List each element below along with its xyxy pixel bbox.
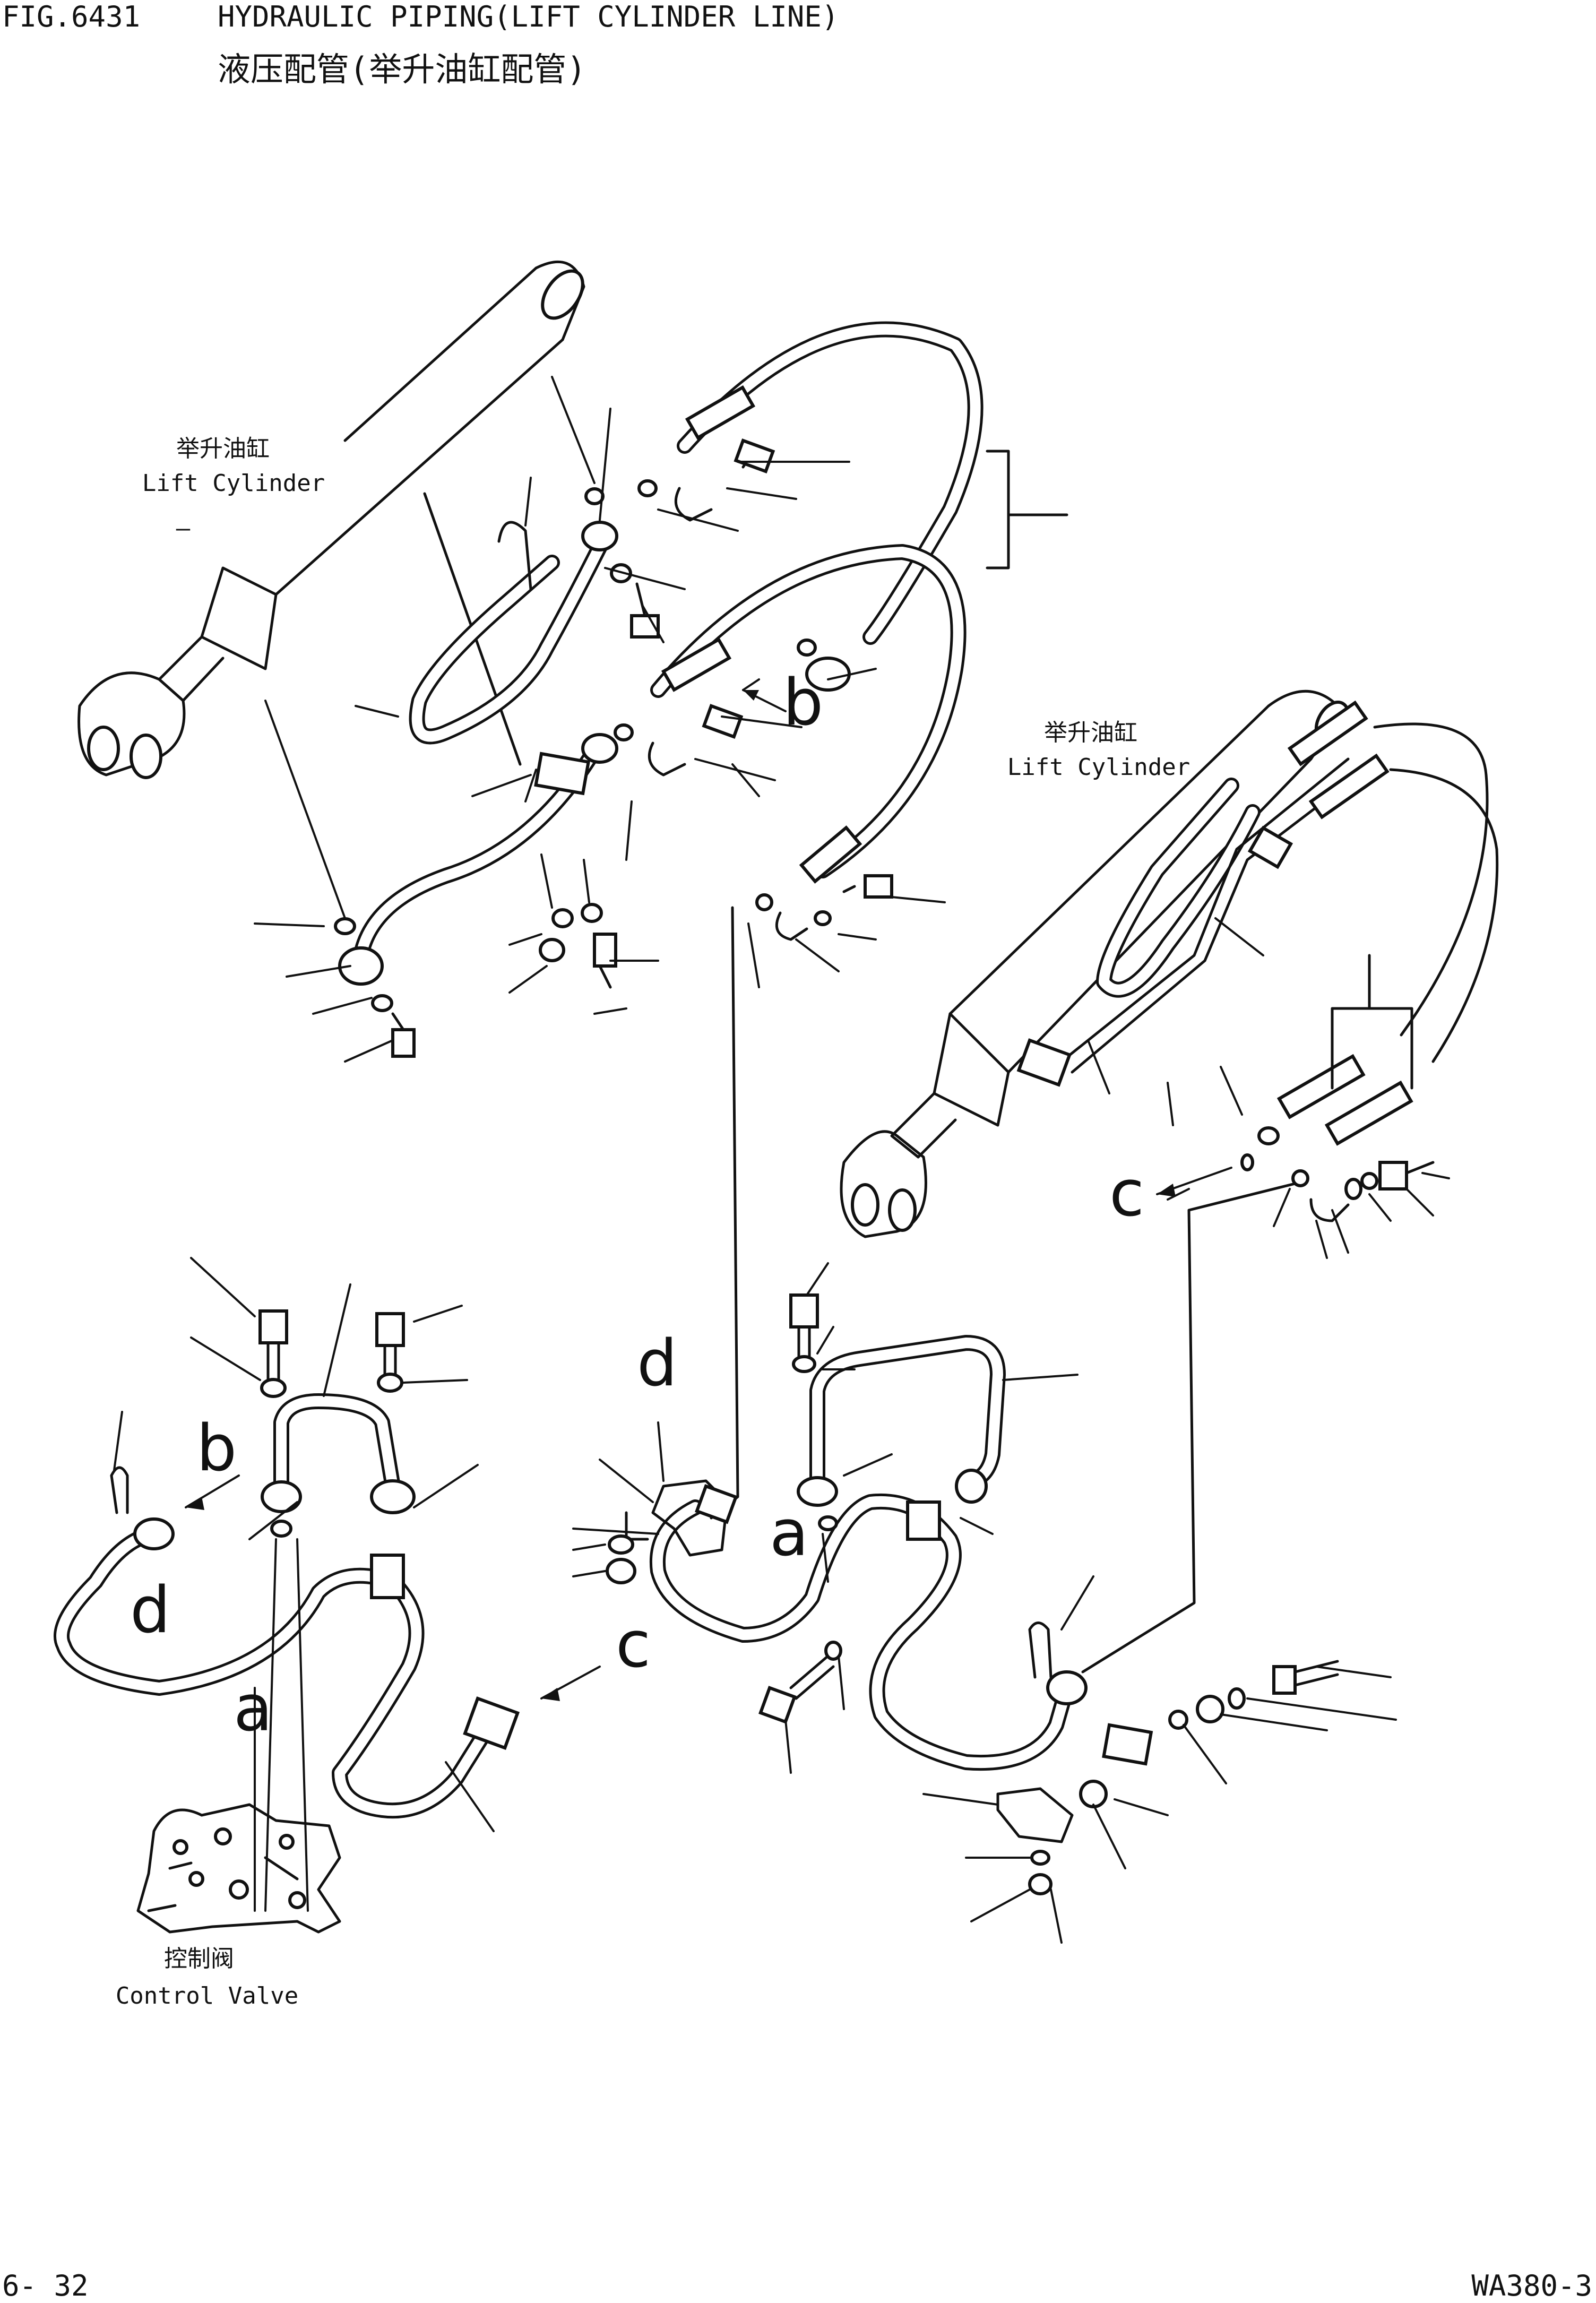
leader-lines-upper [254, 376, 946, 1063]
fig-number: FIG.6431 [2, 0, 140, 33]
dash-mark: – [176, 515, 191, 542]
flow-arrows [185, 689, 1232, 1701]
marker-a-left: a [234, 1672, 273, 1746]
lift-cylinder-left-drawing [77, 260, 585, 779]
marker-b-lower: b [196, 1412, 237, 1486]
title-zh: 液压配管(举升油缸配管) [218, 50, 586, 89]
lower-center-piping [606, 1293, 1339, 1895]
page-number: 6- 32 [2, 2269, 89, 2302]
lift-cylinder-right-en: Lift Cylinder [1007, 754, 1190, 781]
marker-c-lower: c [616, 1608, 651, 1682]
control-valve-zh: 控制阀 [164, 1945, 234, 1972]
marker-b-upper: b [783, 666, 823, 740]
u-tube-left [353, 521, 613, 963]
lift-cylinder-right-drawing [840, 689, 1499, 1238]
lift-cylinder-left-zh: 举升油缸 [176, 435, 270, 462]
lift-cylinder-left-en: Lift Cylinder [142, 470, 325, 497]
upper-hoses [650, 321, 1068, 884]
control-valve-en: Control Valve [116, 1982, 298, 2009]
leader-lines-lower-left [113, 906, 739, 1912]
marker-d-center: d [637, 1327, 677, 1401]
leader-lines-right [1081, 917, 1450, 1674]
fittings-upper [334, 438, 893, 1058]
lower-left-piping [54, 1309, 520, 1819]
leader-lines-lower-center [572, 1262, 1397, 1944]
title-en: HYDRAULIC PIPING(LIFT CYLINDER LINE) [218, 0, 839, 33]
lift-cylinder-right-zh: 举升油缸 [1044, 719, 1137, 746]
marker-c-right: c [1109, 1157, 1144, 1231]
model-number: WA380-3 [1471, 2269, 1592, 2302]
marker-d-left: d [130, 1574, 170, 1648]
control-valve-drawing [136, 1803, 341, 1934]
marker-a-center: a [770, 1497, 809, 1571]
